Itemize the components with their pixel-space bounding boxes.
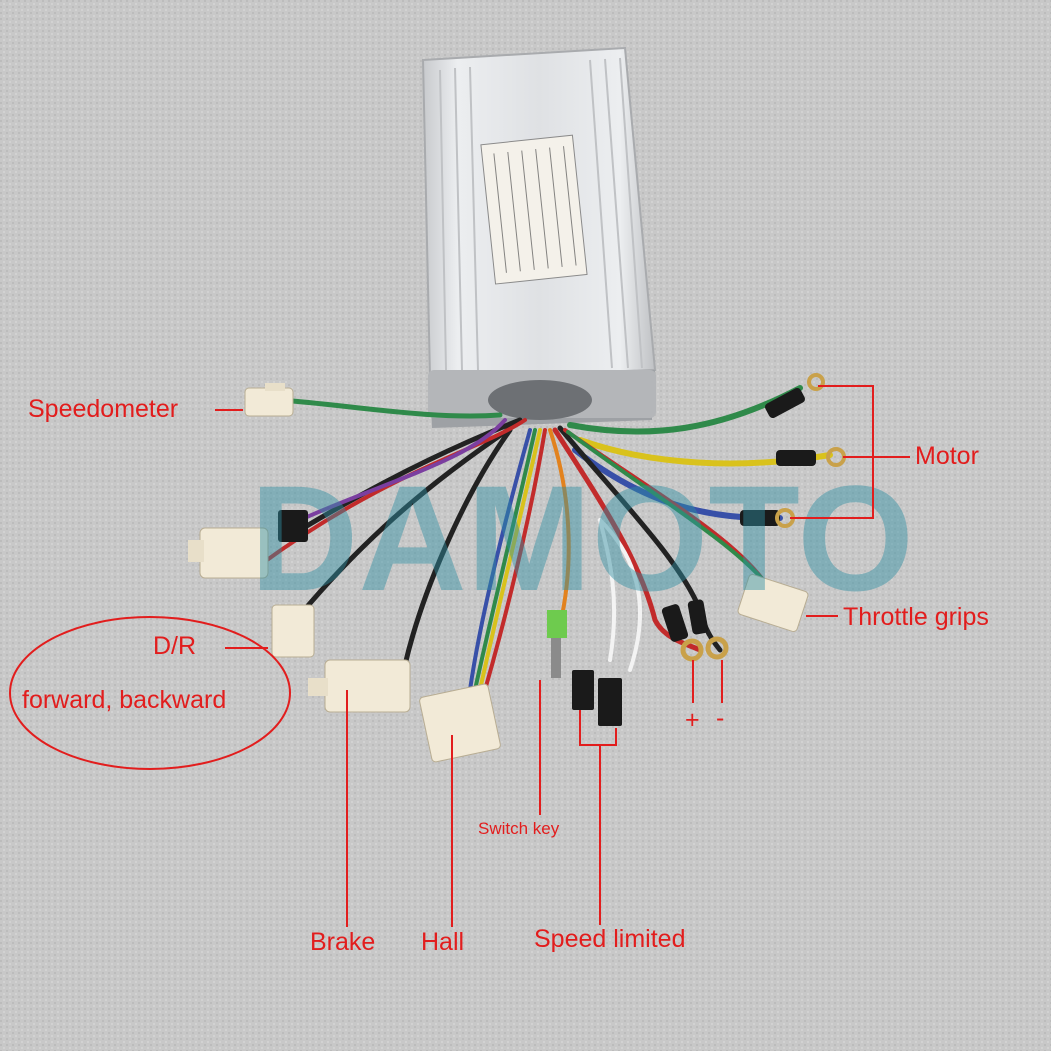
speed-limited-connectors bbox=[572, 670, 622, 726]
connectors bbox=[188, 373, 846, 763]
dr-connector bbox=[271, 604, 315, 658]
label-switch-key: Switch key bbox=[478, 819, 560, 838]
leader-lines bbox=[9, 385, 910, 927]
speedometer-connector bbox=[244, 383, 294, 417]
label-brake: Brake bbox=[310, 928, 376, 956]
black-connector bbox=[278, 510, 308, 542]
watermark: DAMOTO bbox=[250, 454, 914, 622]
label-dr-note: forward, backward bbox=[22, 686, 227, 714]
hall-connector bbox=[419, 683, 501, 763]
switch-key-connector bbox=[547, 610, 567, 678]
label-motor: Motor bbox=[915, 442, 979, 470]
motor-terminals bbox=[740, 373, 846, 528]
label-throttle-grips: Throttle grips bbox=[843, 603, 989, 631]
label-speedometer: Speedometer bbox=[28, 395, 179, 423]
label-speed-limited: Speed limited bbox=[534, 925, 686, 953]
label-plus: + bbox=[685, 706, 700, 734]
battery-terminals bbox=[661, 599, 729, 662]
controller-housing bbox=[421, 46, 657, 428]
label-minus: - bbox=[716, 704, 725, 732]
spec-sticker bbox=[480, 134, 588, 285]
label-hall: Hall bbox=[421, 928, 465, 956]
white-connector-left bbox=[188, 527, 269, 579]
label-dr: D/R bbox=[153, 632, 197, 660]
throttle-connector bbox=[737, 573, 809, 633]
